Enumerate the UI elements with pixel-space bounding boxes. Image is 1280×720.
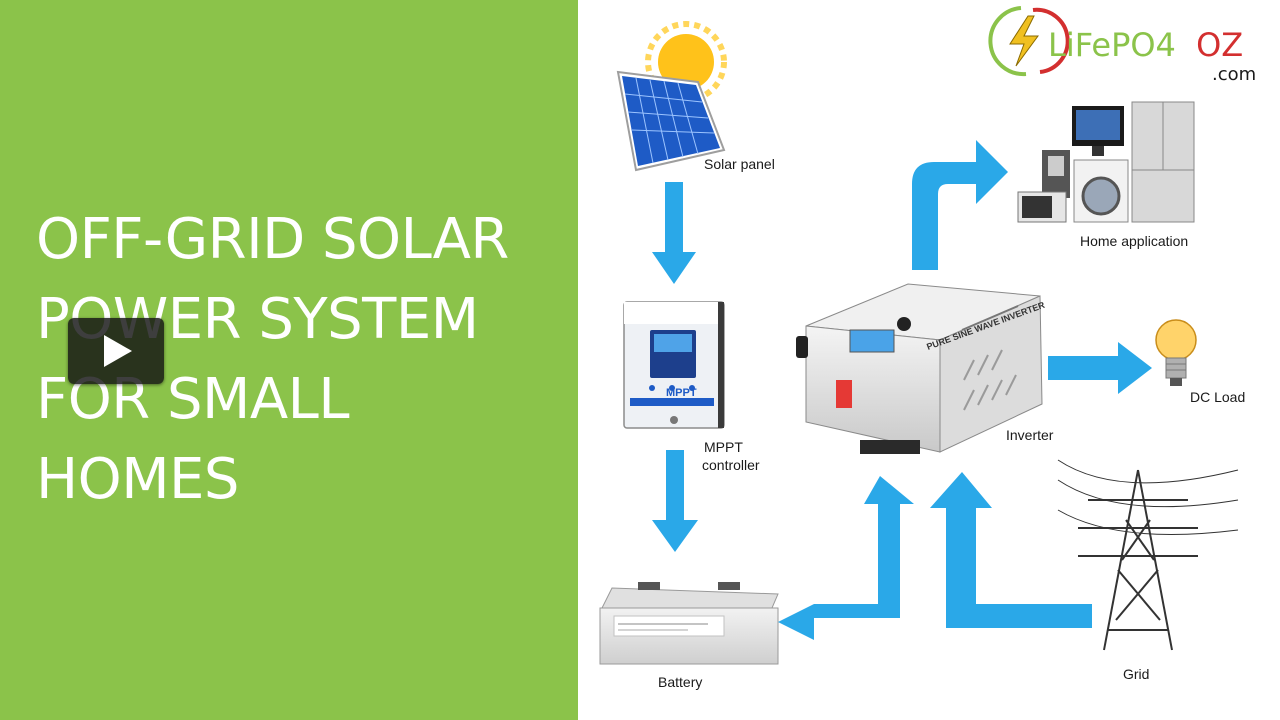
- lifepo4oz-logo: LiFePO4 OZ .com: [988, 6, 1256, 85]
- mppt-device-text: MPPT: [666, 387, 697, 399]
- solar-system-diagram: LiFePO4 OZ .com Solar panel: [599, 6, 1256, 690]
- solar-panel-image: [616, 70, 726, 172]
- play-icon: [104, 335, 132, 367]
- inverter-image: PURE SINE WAVE INVERTER: [796, 283, 1046, 454]
- grid-label: Grid: [1123, 666, 1149, 682]
- play-video-button[interactable]: [68, 318, 164, 384]
- title-panel: OFF-GRID SOLAR POWER SYSTEM FOR SMALL HO…: [0, 0, 578, 720]
- solar-panel-label: Solar panel: [704, 156, 775, 172]
- battery-image: [599, 582, 779, 665]
- mppt-controller-image: MPPT: [623, 301, 725, 429]
- mppt-label-line-1: MPPT: [704, 439, 743, 455]
- svg-text:LiFePO4 OZ: LiFePO4 OZ: [1048, 26, 1243, 64]
- logo-suffix: OZ: [1196, 26, 1243, 64]
- light-bulb-icon: [1155, 319, 1197, 386]
- logo-name: LiFePO4: [1048, 26, 1176, 64]
- arrow-grid-to-inverter: [930, 472, 1092, 628]
- home-application-label: Home application: [1080, 233, 1188, 249]
- arrow-inverter-to-dc-load: [1048, 342, 1152, 394]
- mppt-label-line-2: controller: [702, 457, 760, 473]
- logo-domain: .com: [1212, 64, 1256, 85]
- power-tower-icon: [1057, 459, 1239, 651]
- home-appliances-image: [1017, 101, 1195, 223]
- slide-title: OFF-GRID SOLAR POWER SYSTEM FOR SMALL HO…: [36, 200, 556, 520]
- arrow-mppt-to-battery: [652, 450, 698, 552]
- title-line-4: HOMES: [36, 447, 239, 512]
- arrow-inverter-to-battery: [778, 476, 914, 640]
- battery-label: Battery: [658, 674, 702, 690]
- arrow-inverter-to-home: [912, 140, 1008, 270]
- title-line-1: OFF-GRID SOLAR: [36, 207, 509, 272]
- dc-load-label: DC Load: [1190, 389, 1245, 405]
- inverter-label: Inverter: [1006, 427, 1054, 443]
- arrow-solar-to-mppt: [652, 182, 696, 284]
